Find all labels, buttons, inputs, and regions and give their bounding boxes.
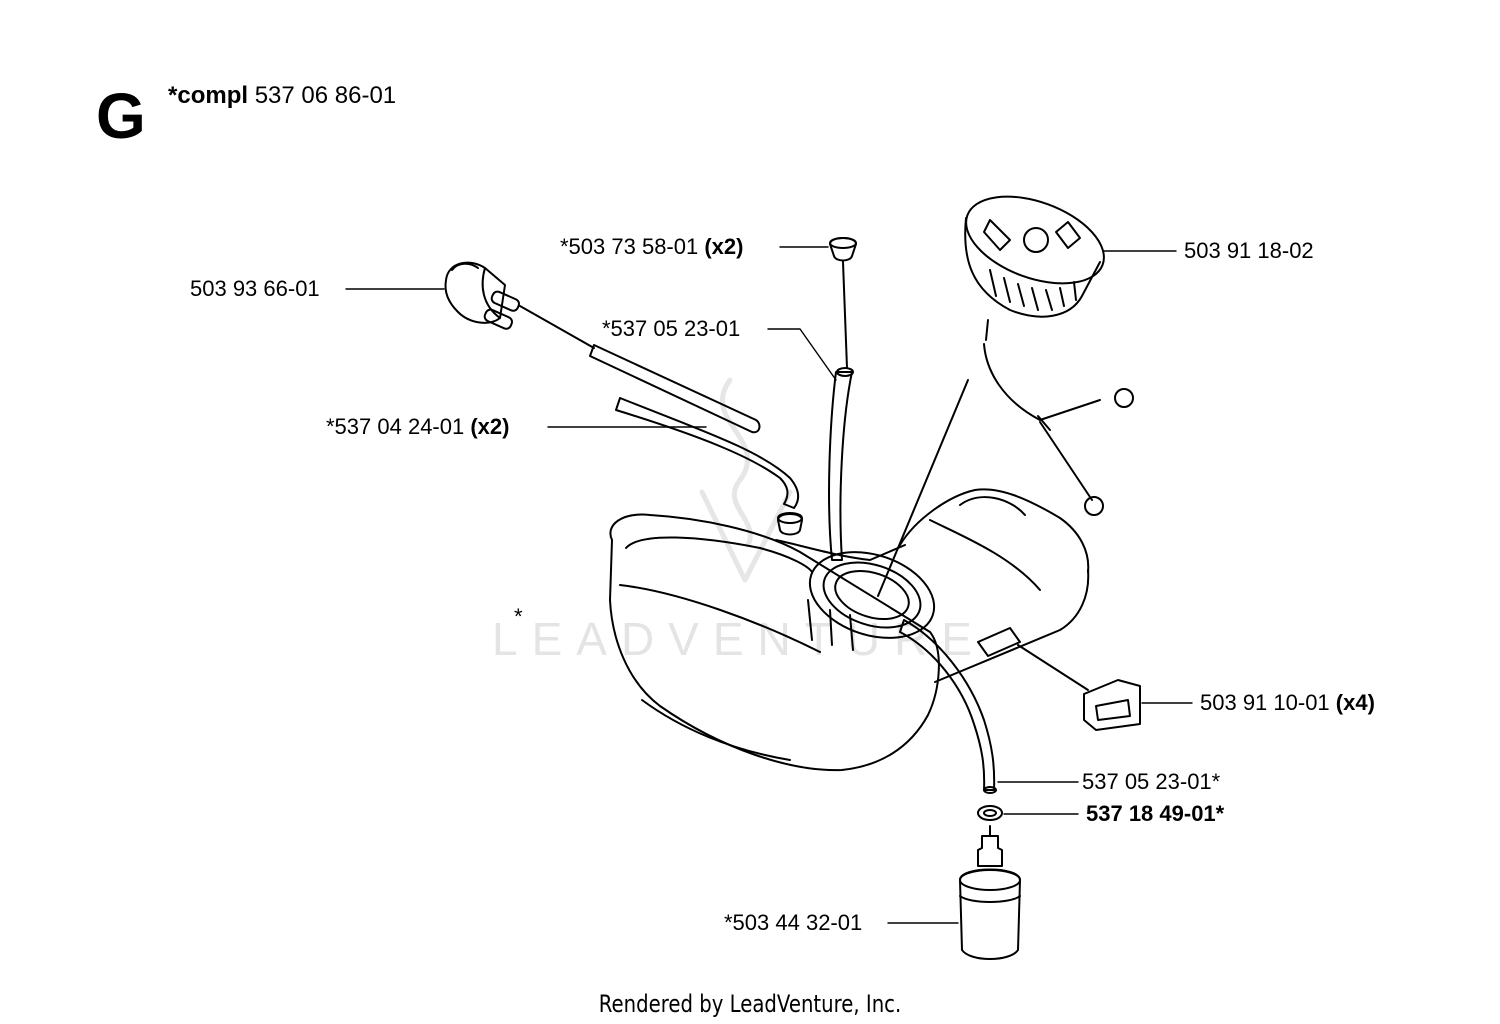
part-number: 503 93 66-01 — [190, 276, 320, 301]
o-ring — [977, 805, 1003, 821]
callout-o-ring: 537 18 49-01* — [1086, 803, 1224, 825]
primer-bulb — [444, 261, 595, 349]
fuel-tank — [609, 488, 1090, 772]
watermark-logo — [699, 377, 793, 583]
callout-fuel-filter: *503 44 32-01 — [724, 912, 862, 934]
callout-vent-hose: *537 05 23-01 — [602, 318, 740, 340]
part-number: *503 44 32-01 — [724, 910, 863, 935]
callout-fuel-cap: 503 91 18-02 — [1184, 240, 1314, 262]
callout-vent-grommet: *503 73 58-01 (x2) — [560, 236, 743, 258]
part-number: 537 18 49-01* — [1086, 801, 1225, 826]
part-number: *537 05 23-01 — [602, 316, 741, 341]
callout-fuel-hoses: *537 04 24-01 (x2) — [326, 416, 509, 438]
section-letter: G — [96, 80, 146, 152]
fuel-cap — [877, 195, 1134, 597]
part-number: 503 91 18-02 — [1184, 238, 1314, 263]
damper — [1017, 644, 1141, 731]
part-quantity: (x2) — [704, 234, 744, 259]
part-quantity: (x2) — [470, 414, 510, 439]
part-number: 503 91 10-01 — [1200, 690, 1330, 715]
part-number: *503 73 58-01 — [560, 234, 699, 259]
fuel-hoses — [589, 344, 800, 509]
assembly-prefix: *compl — [168, 82, 249, 109]
part-number: * — [514, 604, 523, 629]
footer-credit: Rendered by LeadVenture, Inc. — [598, 990, 902, 1018]
callout-damper: 503 91 10-01 (x4) — [1200, 692, 1375, 714]
vent-grommet-and-hose — [828, 237, 857, 561]
part-number: 537 05 23-01* — [1082, 769, 1221, 794]
assembly-number: 537 06 86-01 — [254, 82, 397, 109]
fuel-filter — [959, 825, 1021, 960]
part-number: *537 04 24-01 — [326, 414, 465, 439]
callout-primer-bulb: 503 93 66-01 — [190, 278, 320, 300]
callout-fuel-tank: * — [514, 606, 523, 628]
fuel-pickup-hose — [899, 619, 997, 794]
assembly-title: *compl 537 06 86-01 — [168, 84, 396, 108]
leader-lines — [345, 246, 1193, 924]
part-quantity: (x4) — [1335, 690, 1375, 715]
watermark-text: LEADVENTURE — [492, 613, 986, 665]
callout-fuel-pickup-hose: 537 05 23-01* — [1082, 771, 1220, 793]
